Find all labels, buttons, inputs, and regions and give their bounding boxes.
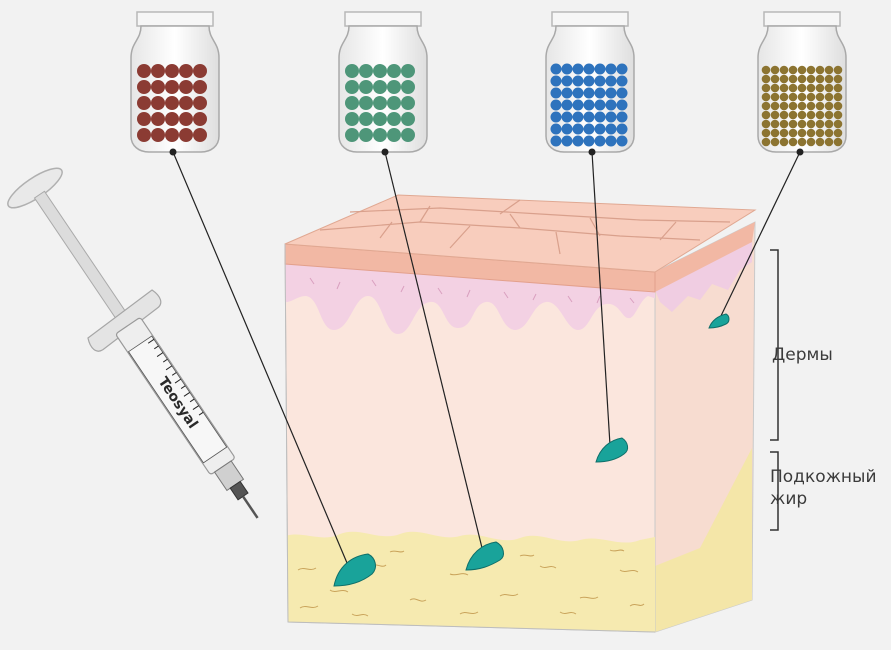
vial-green [339, 12, 427, 156]
vial-red [131, 12, 219, 156]
plunger-thumb-disc [3, 162, 67, 214]
dermis-label: Дермы [772, 344, 833, 366]
plunger-rod [34, 191, 128, 322]
syringe-needle [243, 496, 258, 518]
syringe: Teosyal [0, 156, 292, 541]
subcutaneous-fat-label: Подкожный жир [770, 466, 888, 510]
vial-gold [758, 12, 846, 156]
vial-blue [546, 12, 634, 156]
